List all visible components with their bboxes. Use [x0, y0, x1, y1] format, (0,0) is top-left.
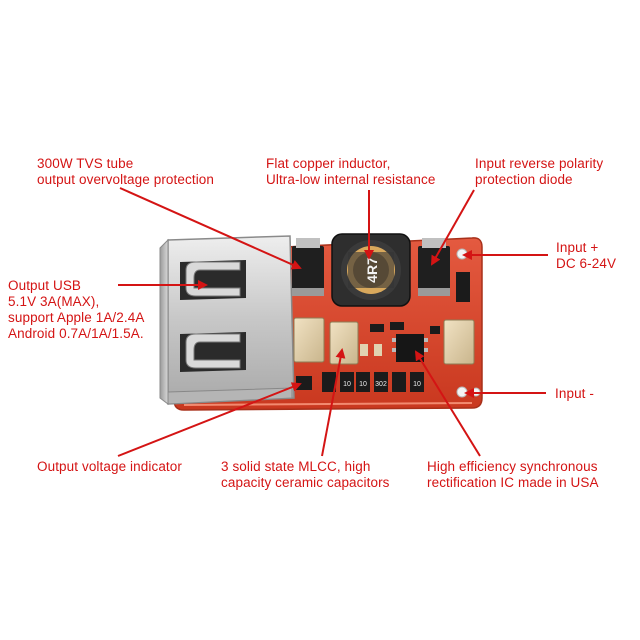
inductor-code: 4R7	[364, 257, 380, 283]
arrow-diode	[431, 189, 475, 266]
usb-line-2: 5.1V 3A(MAX),	[8, 294, 100, 309]
tvs-title: 300W TVS tube	[37, 156, 134, 171]
usb-line-4: Android 0.7A/1A/1.5A.	[8, 326, 144, 341]
diode-callout: Input reverse polarity protection diode	[475, 156, 603, 188]
indicator-callout: Output voltage indicator	[37, 459, 182, 475]
resistor-code: 10	[413, 381, 421, 388]
inductor-subtitle: Ultra-low internal resistance	[266, 172, 436, 187]
input-minus-title: Input -	[555, 386, 594, 401]
tvs-subtitle: output overvoltage protection	[37, 172, 215, 187]
inductor-title: Flat copper inductor,	[266, 156, 391, 171]
mlcc-callout: 3 solid state MLCC, high capacity cerami…	[221, 459, 390, 491]
diode-subtitle: protection diode	[475, 172, 573, 187]
diode-title: Input reverse polarity	[475, 156, 604, 171]
ic-callout: High efficiency synchronous rectificatio…	[427, 459, 599, 491]
usb-callout: Output USB 5.1V 3A(MAX), support Apple 1…	[8, 278, 144, 342]
arrow-mlcc	[321, 348, 346, 457]
usb-title: Output USB	[8, 278, 82, 293]
tvs-tube	[292, 238, 324, 296]
ic-subtitle: rectification IC made in USA	[427, 475, 599, 490]
mlcc-capacitors	[293, 317, 475, 365]
protection-diode	[418, 238, 450, 296]
inductor	[331, 233, 411, 307]
input-plus-title: Input +	[556, 240, 599, 255]
input-plus-callout: Input + DC 6-24V	[556, 240, 616, 272]
resistor-code: 10	[359, 381, 367, 388]
resistor-code: 302	[375, 381, 387, 388]
input-terminals	[456, 272, 470, 302]
tvs-callout: 300W TVS tube output overvoltage protect…	[37, 156, 214, 188]
inductor-callout: Flat copper inductor, Ultra-low internal…	[266, 156, 435, 188]
arrow-ic	[414, 350, 481, 457]
resistor-code: 10	[343, 381, 351, 388]
arrow-tvs	[119, 187, 302, 270]
input-plus-subtitle: DC 6-24V	[556, 256, 617, 271]
ic-title: High efficiency synchronous	[427, 459, 598, 474]
usb-connector	[159, 235, 295, 405]
mlcc-subtitle: capacity ceramic capacitors	[221, 475, 390, 490]
mlcc-title: 3 solid state MLCC, high	[221, 459, 371, 474]
rectifier-ic	[392, 334, 428, 362]
usb-line-3: support Apple 1A/2.4A	[8, 310, 145, 325]
indicator-title: Output voltage indicator	[37, 459, 182, 474]
input-minus-callout: Input -	[555, 386, 594, 402]
callout-arrows	[117, 187, 548, 457]
arrow-indicator	[117, 382, 302, 457]
resistor-row	[322, 372, 424, 392]
